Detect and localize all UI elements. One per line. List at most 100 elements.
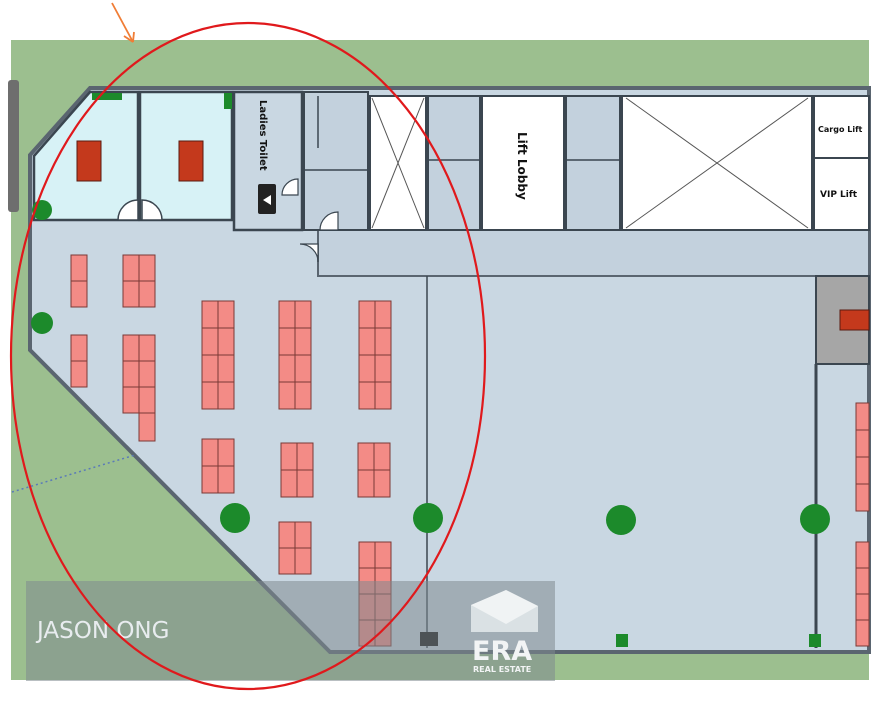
green-marker-1	[92, 93, 122, 100]
desk	[201, 354, 219, 383]
desk	[70, 334, 88, 362]
desk	[373, 442, 391, 471]
desk	[122, 280, 140, 308]
plant	[606, 505, 636, 535]
cargo-lift-label: Cargo Lift	[818, 125, 863, 134]
desk	[70, 360, 88, 388]
desk	[138, 360, 156, 388]
red-block-1	[76, 140, 102, 182]
desk	[217, 465, 235, 494]
desk	[294, 300, 312, 329]
desk	[296, 469, 314, 498]
desk	[217, 327, 235, 356]
green-marker-3	[616, 634, 628, 647]
dotted-boundary	[11, 454, 136, 493]
plant	[413, 503, 443, 533]
lift-shaft-2-x2	[625, 97, 809, 229]
desk	[70, 254, 88, 282]
arrow-icon	[111, 2, 135, 43]
desk	[294, 354, 312, 383]
desk	[278, 300, 296, 329]
corridor	[317, 229, 870, 277]
desk	[201, 300, 219, 329]
desk	[296, 442, 314, 471]
plant	[800, 504, 830, 534]
desk	[855, 483, 870, 512]
plant	[31, 312, 53, 334]
door-swing-2	[141, 199, 163, 221]
desk	[855, 429, 870, 458]
desk	[278, 354, 296, 383]
desk	[294, 327, 312, 356]
restroom-icon-arrow	[263, 195, 271, 205]
green-marker-4	[809, 634, 821, 647]
lift-lobby-label: Lift Lobby	[515, 132, 529, 200]
red-block-3	[839, 309, 870, 331]
door-swing-4	[319, 211, 339, 231]
desk	[278, 547, 296, 575]
desk	[294, 381, 312, 410]
desk	[138, 386, 156, 414]
desk	[358, 300, 376, 329]
desk	[358, 354, 376, 383]
desk	[122, 360, 140, 388]
era-house-icon-roof	[471, 590, 538, 624]
desk	[217, 438, 235, 467]
desk	[358, 327, 376, 356]
desk	[217, 300, 235, 329]
desk	[122, 254, 140, 282]
service-room-1	[303, 91, 369, 231]
door-swing-5	[299, 243, 319, 263]
desk	[138, 334, 156, 362]
desk	[855, 456, 870, 485]
desk	[280, 469, 298, 498]
desk	[358, 541, 376, 569]
desk	[201, 465, 219, 494]
desk	[357, 469, 375, 498]
desk	[201, 327, 219, 356]
desk	[294, 547, 312, 575]
watermark-name: JASON ONG	[35, 618, 169, 644]
desk	[855, 567, 870, 595]
desk	[138, 412, 156, 442]
stair-room-2	[565, 95, 621, 231]
desk	[855, 402, 870, 431]
desk	[374, 381, 392, 410]
desk	[855, 541, 870, 569]
red-block-2	[178, 140, 204, 182]
desk	[374, 541, 392, 569]
lift-lobby-room	[481, 95, 565, 231]
highlight-ellipse	[9, 21, 487, 691]
scrollbar[interactable]	[8, 80, 19, 212]
desk	[278, 327, 296, 356]
vip-lift-room	[813, 157, 870, 231]
desk	[278, 521, 296, 549]
desk	[374, 327, 392, 356]
desk	[374, 354, 392, 383]
desk	[217, 354, 235, 383]
desk	[278, 381, 296, 410]
green-marker-2	[224, 93, 232, 109]
door-swing-1	[117, 199, 139, 221]
desk	[373, 469, 391, 498]
desk	[357, 442, 375, 471]
desk	[122, 386, 140, 414]
era-logo-text: ERA	[472, 636, 532, 667]
desk	[138, 254, 156, 282]
desk	[374, 300, 392, 329]
desk	[217, 381, 235, 410]
plant	[220, 503, 250, 533]
desk	[201, 381, 219, 410]
desk	[122, 334, 140, 362]
desk	[358, 381, 376, 410]
desk	[855, 593, 870, 621]
desk	[294, 521, 312, 549]
ladies-toilet-label: Ladies Toilet	[257, 100, 268, 171]
desk	[201, 438, 219, 467]
door-swing-3	[281, 178, 299, 196]
stair-room	[427, 95, 481, 231]
vip-lift-label: VIP Lift	[820, 190, 858, 200]
desk	[855, 619, 870, 647]
desk	[280, 442, 298, 471]
